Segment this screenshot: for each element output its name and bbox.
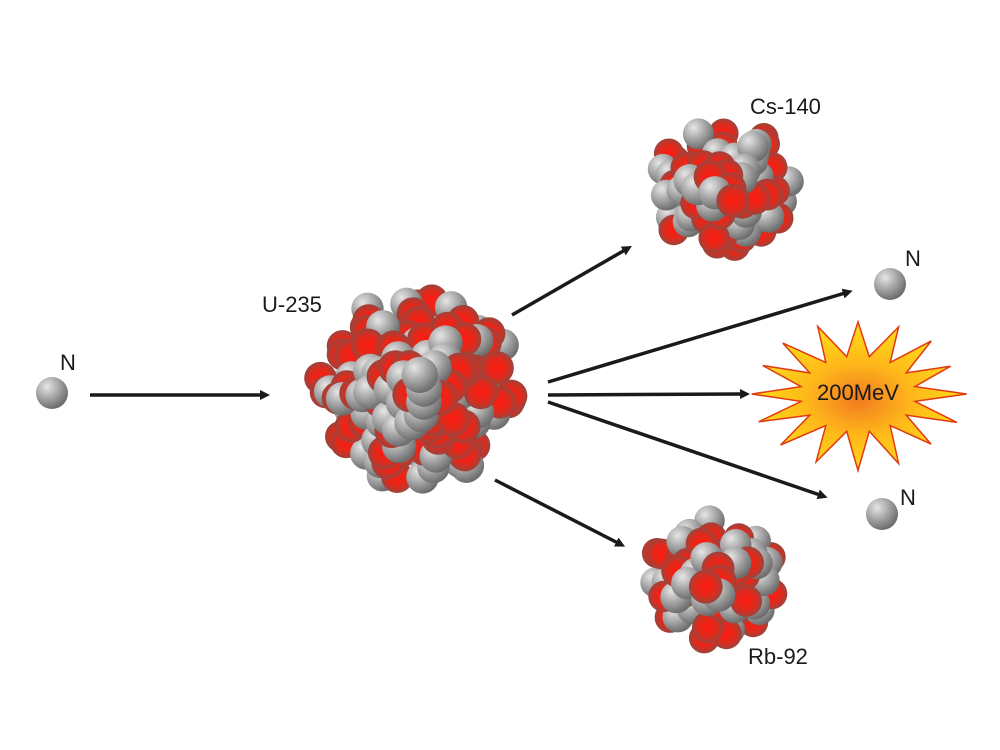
arrow-to-rubidium bbox=[494, 478, 626, 547]
cs140-neutron bbox=[682, 118, 714, 150]
u235-proton bbox=[480, 351, 514, 385]
rubidium-label: Rb-92 bbox=[748, 644, 808, 669]
rb92-proton bbox=[688, 569, 723, 604]
emitted-neutron-top-label: N bbox=[905, 246, 921, 271]
emitted-neutron-bottom-label: N bbox=[900, 485, 916, 510]
u235-neutron bbox=[401, 356, 438, 393]
emitted-neutron-bottom bbox=[866, 498, 898, 530]
rb92-proton bbox=[730, 584, 763, 617]
arrow-to-energy bbox=[547, 389, 750, 400]
arrow-to-neutron-top bbox=[547, 288, 853, 384]
cesium-140-nucleus bbox=[647, 118, 804, 261]
emitted-neutron-top bbox=[874, 268, 906, 300]
arrow-to-neutron-bottom bbox=[547, 400, 828, 500]
incoming-neutron bbox=[36, 377, 68, 409]
energy-burst bbox=[751, 319, 967, 474]
uranium-label: U-235 bbox=[262, 292, 322, 317]
uranium-235-nucleus bbox=[304, 284, 528, 494]
incoming-neutron-label: N bbox=[60, 350, 76, 375]
u235-proton bbox=[350, 328, 385, 363]
energy-burst-star bbox=[751, 319, 967, 474]
cs140-proton bbox=[698, 222, 730, 254]
arrow-to-cesium bbox=[511, 246, 632, 317]
energy-label: 200MeV bbox=[817, 380, 899, 405]
cesium-label: Cs-140 bbox=[750, 94, 821, 119]
reaction-arrows bbox=[90, 246, 853, 547]
cs140-proton bbox=[716, 184, 750, 218]
rubidium-92-nucleus bbox=[640, 505, 788, 654]
